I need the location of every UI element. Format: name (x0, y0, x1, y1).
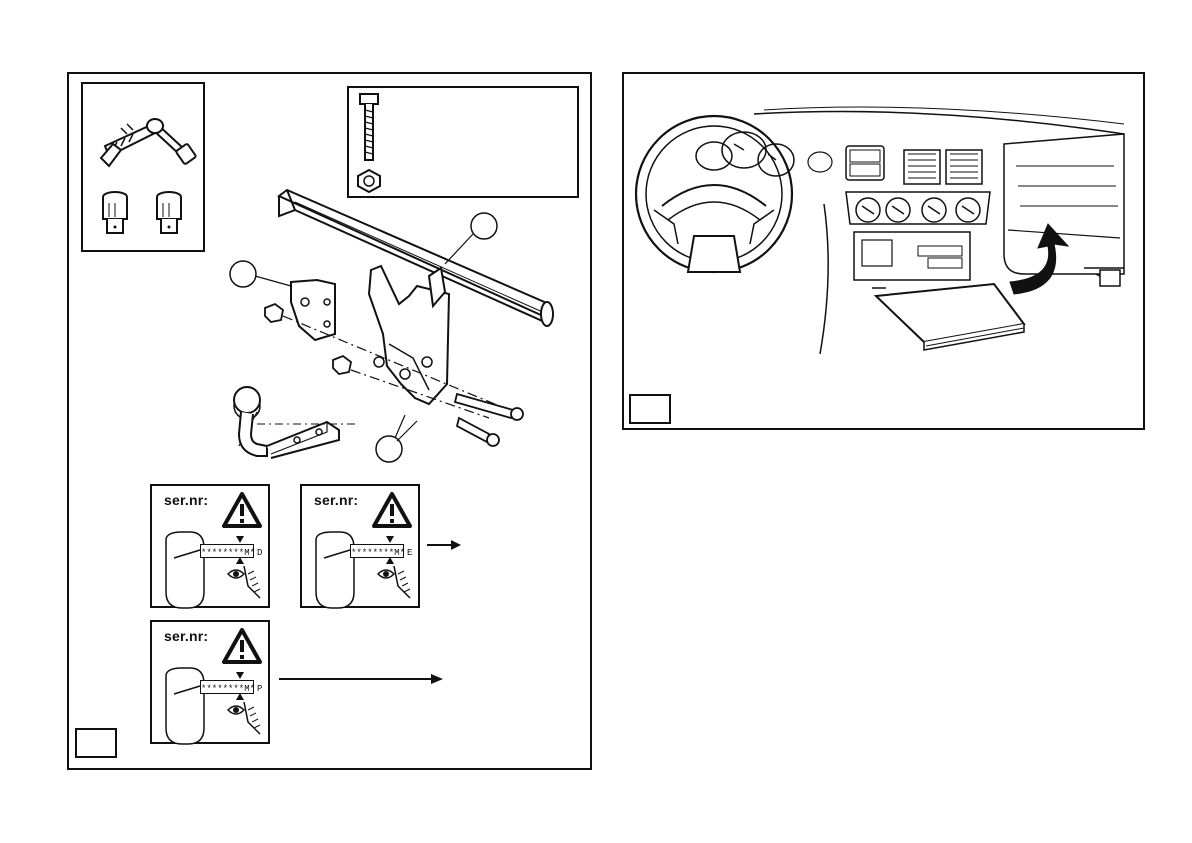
serial-check-d: ser.nr: ********M*D (150, 484, 270, 608)
arrow-right-icon (425, 538, 465, 552)
eye-icon (374, 564, 414, 604)
callout-bottom (369, 429, 409, 469)
warning-icon (222, 492, 262, 528)
warning-icon (372, 492, 412, 528)
serial-check-p: ser.nr: ********M*P (150, 620, 270, 744)
arrow-right-icon (277, 672, 447, 686)
left-assembly-panel: ser.nr: ********M*D ser.nr: (67, 72, 592, 770)
serial-label: ser.nr: (164, 492, 208, 508)
serial-check-e: ser.nr: ********M*E (300, 484, 420, 608)
right-dashboard-panel (622, 72, 1145, 430)
serial-label: ser.nr: (314, 492, 358, 508)
bolt-icon (357, 90, 381, 170)
tow-ball-icon (227, 384, 367, 464)
dashboard-diagram (624, 74, 1144, 374)
figure-number-box (75, 728, 117, 758)
fasteners-box (347, 86, 579, 198)
eye-icon (224, 564, 264, 604)
serial-label: ser.nr: (164, 628, 208, 644)
eye-icon (224, 700, 264, 740)
figure-number-box (629, 394, 671, 424)
warning-icon (222, 628, 262, 664)
